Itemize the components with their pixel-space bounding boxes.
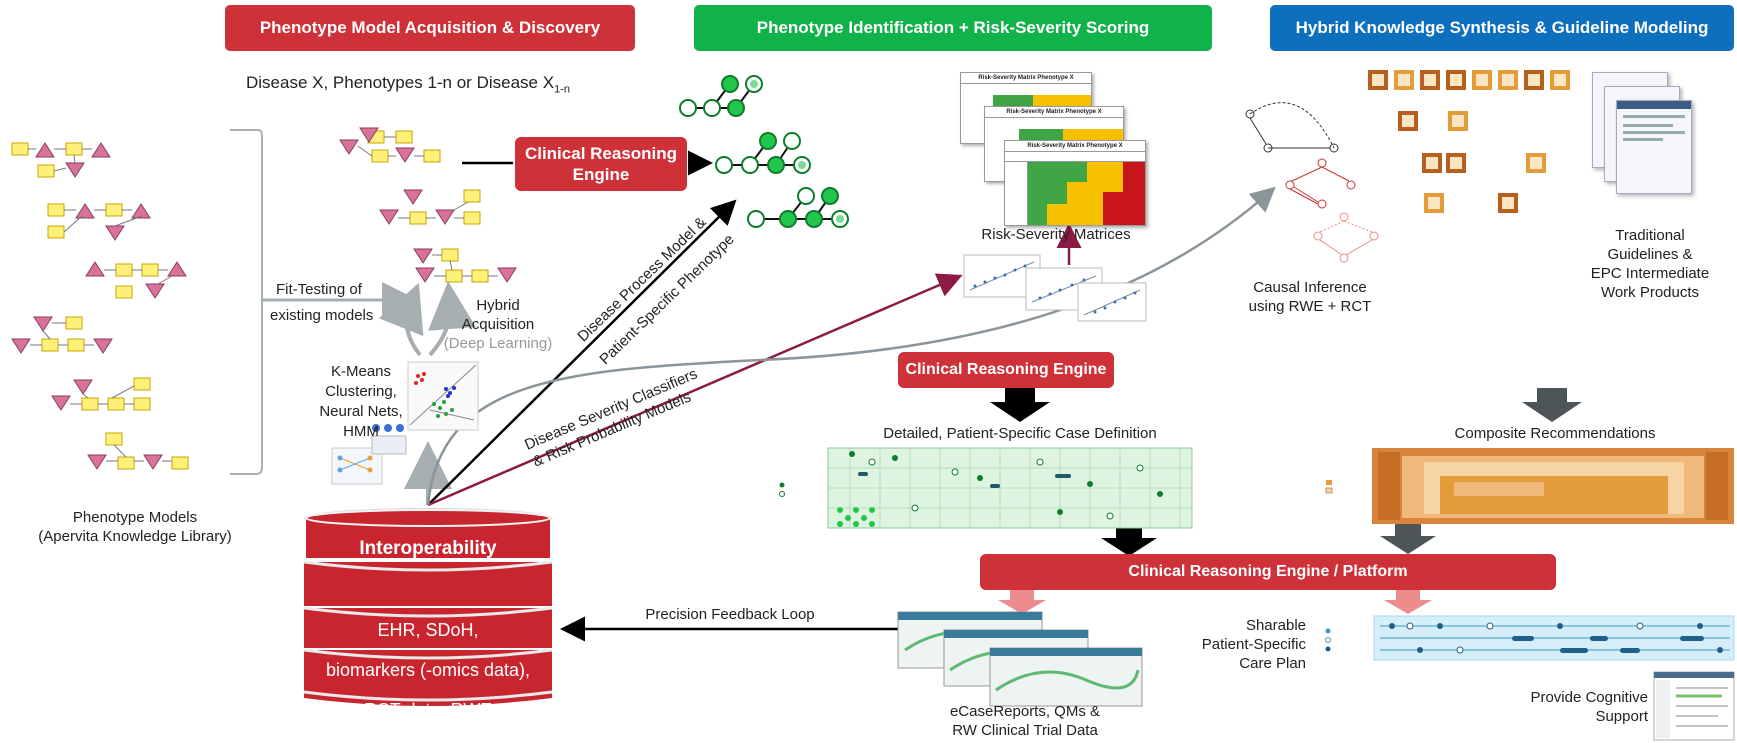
case-legend (779, 482, 785, 497)
header-acquisition: Phenotype Model Acquisition & Discovery (225, 5, 635, 51)
hybrid-acq-line3: (Deep Learning) (443, 335, 553, 352)
risk-matrix-front: Risk-Severity Matrix Phenotype X (1004, 140, 1146, 226)
causal-line2: using RWE + RCT (1248, 298, 1372, 315)
kmeans-scatter-image (407, 361, 479, 431)
risk-matrix-title: Risk-Severity Matrix Phenotype X (961, 73, 1091, 84)
traditional-line-2: Guidelines & (1607, 246, 1693, 263)
db-row-3: RCT data, RWE (363, 700, 493, 720)
matrix-green-col2 (1047, 162, 1067, 204)
severity-arrow (427, 273, 963, 507)
hybrid-acq-line1: Hybrid (476, 297, 520, 314)
phenotype-model-3 (85, 261, 187, 299)
patient-phenotype-graph-1 (679, 75, 763, 117)
down-arrow-platform-right (1380, 522, 1436, 554)
cre-box-middle: Clinical Reasoning Engine (898, 352, 1114, 388)
down-arrow-case (990, 388, 1050, 422)
causal-line1: Causal Inference (1253, 279, 1367, 296)
scatter-points (973, 264, 1137, 314)
disease-line: Disease X, Phenotypes 1-n or Disease X1-… (246, 72, 570, 100)
phenotype-models-line1: Phenotype Models (72, 509, 198, 526)
ecase-line1: eCaseReports, QMs & (949, 703, 1101, 720)
hybrid-arrow-1 (378, 282, 424, 357)
cre-platform-box: Clinical Reasoning Engine / Platform (980, 554, 1556, 590)
phenotype-model-2 (47, 203, 151, 241)
doc-line (1623, 131, 1685, 134)
matrix-row-headers (1005, 162, 1028, 225)
disease-x-model-1 (339, 127, 441, 163)
header-synthesis: Hybrid Knowledge Synthesis & Guideline M… (1270, 5, 1734, 51)
matrix-red-2 (1103, 192, 1145, 225)
phenotype-model-1 (11, 142, 111, 178)
interoperability-database (303, 508, 553, 706)
disease-process-arrow (427, 199, 737, 506)
disease-subscript: 1-n (554, 83, 570, 96)
models-bracket (230, 129, 263, 475)
doc-header-bar (1617, 101, 1691, 109)
sharable-line-3: Care Plan (1239, 655, 1306, 672)
matrix-red-1 (1123, 162, 1145, 192)
pathway-legend (1325, 480, 1333, 494)
cognitive-line2: Support (1595, 708, 1648, 725)
scatter-plot-stack (963, 254, 1147, 322)
causal-graph (1245, 102, 1379, 263)
risk-matrix-title: Risk-Severity Matrix Phenotype X (985, 107, 1123, 118)
patient-phenotype-graph-3 (747, 187, 849, 228)
ecase-line2: RW Clinical Trial Data (952, 722, 1098, 739)
kmeans-line-3: Neural Nets, (319, 403, 403, 420)
fit-testing-line1: Fit-Testing of (276, 281, 362, 298)
doc-line (1623, 115, 1685, 118)
doc-line (1623, 138, 1663, 141)
matrix-green-col3 (1067, 162, 1087, 182)
hybrid-acq-line2: Acquisition (461, 316, 535, 333)
care-plan-legend (1325, 628, 1331, 652)
guideline-doc-3 (1616, 100, 1692, 194)
neural-net-image (331, 424, 407, 485)
ecase-report-stack (897, 611, 1143, 707)
db-row-1: EHR, SDoH, (377, 620, 479, 640)
matrix-col-headers (1005, 152, 1145, 162)
recommendation-squares (1368, 70, 1570, 213)
phenotype-models-line2: (Apervita Knowledge Library) (38, 528, 232, 545)
sharable-line-2: Patient-Specific (1201, 636, 1306, 653)
cre-label: Clinical Reasoning Engine (524, 144, 678, 184)
risk-matrix-title: Risk-Severity Matrix Phenotype X (1005, 141, 1145, 152)
hybrid-arrow-2 (427, 281, 476, 357)
pink-arrow-ecase (998, 590, 1046, 614)
down-arrow-platform-left (1101, 526, 1157, 556)
down-arrow-composite (1522, 388, 1582, 422)
disease-x-model-3 (413, 248, 517, 283)
cre-box-top: Clinical Reasoning Engine (515, 137, 687, 191)
case-definition-label: Detailed, Patient-Specific Case Definiti… (883, 425, 1157, 442)
traditional-line-3: EPC Intermediate (1590, 265, 1710, 282)
traditional-line-1: Traditional (1615, 227, 1685, 244)
kmeans-line-2: Clustering, (325, 383, 397, 400)
disease-text: Disease X, Phenotypes 1-n or Disease X (246, 73, 555, 92)
case-definition-grid (827, 447, 1193, 529)
db-row-2: biomarkers (-omics data), (325, 660, 531, 680)
kmeans-line-4: HMM (343, 423, 379, 440)
interoperability-label: Interoperability (359, 538, 497, 559)
kmeans-line-1: K-Means (330, 363, 392, 380)
care-plan-timeline (1373, 615, 1735, 661)
header-identification: Phenotype Identification + Risk-Severity… (694, 5, 1212, 51)
phenotype-model-6 (87, 432, 189, 470)
fit-testing-line2: existing models (270, 307, 374, 324)
composite-recommendation-panel (1372, 448, 1734, 524)
risk-matrices-label: Risk-Severity Matrices (981, 226, 1131, 243)
cognitive-line1: Provide Cognitive (1530, 689, 1648, 706)
composite-recs-label: Composite Recommendations (1454, 425, 1656, 442)
sharable-line-1: Sharable (1245, 617, 1306, 634)
precision-feedback-label: Precision Feedback Loop (645, 606, 815, 623)
cognitive-support-screenshot (1653, 671, 1735, 741)
patient-phenotype-graph-2 (715, 132, 811, 174)
matrix-green-col1 (1027, 162, 1047, 225)
phenotype-model-5 (51, 377, 151, 411)
disease-x-model-2 (379, 189, 481, 225)
pink-arrow-careplan (1384, 590, 1432, 614)
doc-line (1623, 124, 1673, 127)
phenotype-model-4 (11, 316, 113, 354)
traditional-line-4: Work Products (1600, 284, 1700, 301)
